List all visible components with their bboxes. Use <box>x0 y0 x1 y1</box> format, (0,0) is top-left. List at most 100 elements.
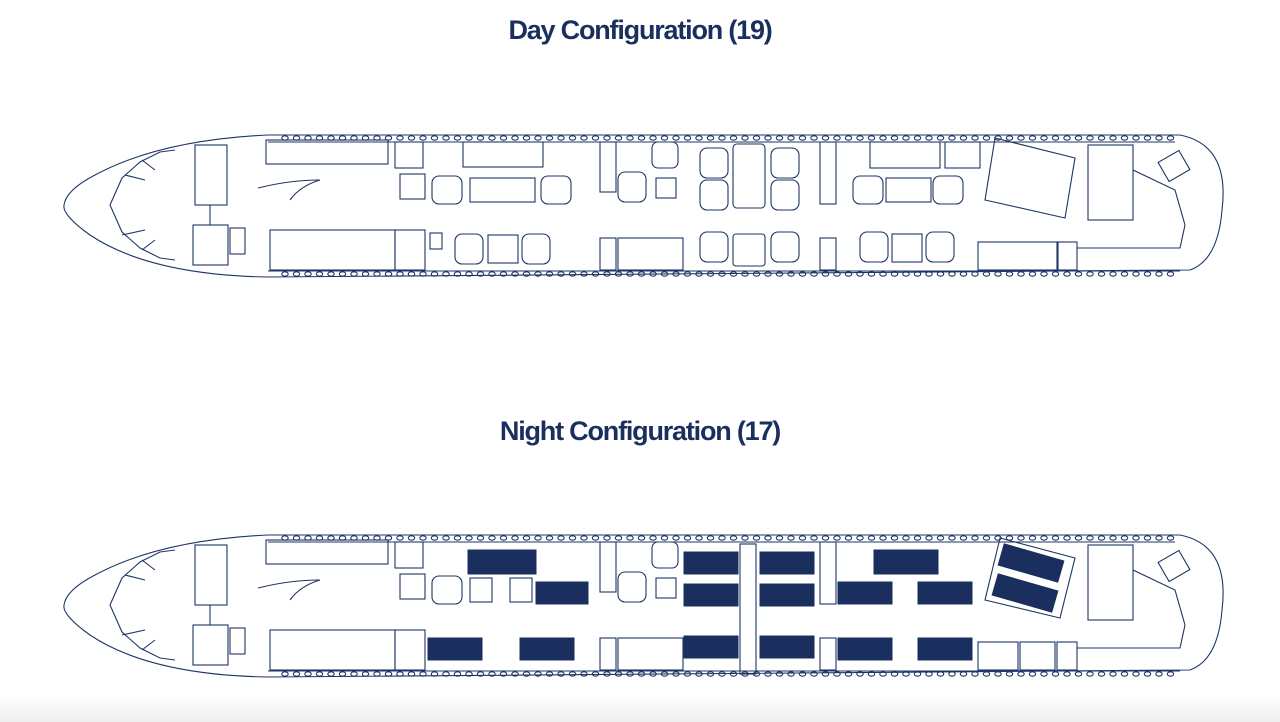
cabin-window <box>660 535 669 541</box>
cabin-window <box>695 671 703 677</box>
night-beds <box>427 543 1065 661</box>
mid-lounge <box>599 141 800 271</box>
bed <box>837 637 893 661</box>
cabin-window <box>315 671 324 677</box>
cabin-window <box>1166 135 1175 141</box>
cabin-window <box>1120 135 1129 141</box>
cabin-window <box>706 135 715 141</box>
cabin-window <box>407 535 416 541</box>
cabin-window <box>361 671 370 677</box>
cabin-window <box>982 671 991 677</box>
cabin-window <box>971 671 979 677</box>
cabin-window <box>568 671 577 677</box>
master-suite <box>944 137 1191 271</box>
cabin-window <box>1028 535 1037 541</box>
master-suite <box>977 537 1191 671</box>
cabin-window <box>913 535 922 541</box>
bed <box>535 581 589 605</box>
cabin-window <box>1051 271 1060 277</box>
cabin-window <box>637 535 646 541</box>
cabin-window <box>430 135 439 141</box>
window-row-top <box>281 135 1175 141</box>
cabin-window <box>1097 535 1106 541</box>
cabin-window <box>856 271 864 277</box>
bed <box>519 637 575 661</box>
cabin-window <box>764 671 772 677</box>
cabin-window <box>1132 271 1140 277</box>
cabin-window <box>649 671 657 677</box>
cabin-window <box>833 135 841 141</box>
cabin-window <box>534 271 542 277</box>
cabin-window <box>821 135 830 141</box>
cabin-window <box>787 535 795 541</box>
cabin-window <box>407 671 416 677</box>
cabin-window <box>1120 671 1129 677</box>
cabin-window <box>603 671 611 677</box>
cabin-window <box>798 535 807 541</box>
cabin-window <box>1097 271 1106 277</box>
cabin-window <box>660 671 669 677</box>
cabin-window <box>1040 135 1048 141</box>
cabin-window <box>1109 535 1117 541</box>
cabin-window <box>626 671 634 677</box>
cabin-window <box>1051 671 1060 677</box>
cabin-window <box>545 535 554 541</box>
bed <box>759 583 815 607</box>
cabin-window <box>833 671 841 677</box>
cabin-window <box>1086 135 1094 141</box>
cabin-window <box>994 671 1002 677</box>
cabin-window <box>545 135 554 141</box>
aft-lounge <box>819 141 964 271</box>
cabin-window <box>683 671 692 677</box>
cabin-window <box>936 535 945 541</box>
cabin-window <box>373 271 381 277</box>
cabin-window <box>442 135 450 141</box>
window-row-bottom <box>281 271 1175 277</box>
cabin-window <box>568 535 577 541</box>
cabin-window <box>350 671 358 677</box>
cabin-window <box>488 135 496 141</box>
cabin-window <box>453 535 462 541</box>
cabin-window <box>741 535 749 541</box>
cabin-window <box>913 135 922 141</box>
cabin-window <box>660 135 669 141</box>
cabin-window <box>695 135 703 141</box>
cabin-window <box>752 135 761 141</box>
cabin-window <box>442 271 450 277</box>
cabin-window <box>741 271 749 277</box>
cabin-window <box>764 271 772 277</box>
cabin-window <box>522 535 531 541</box>
night-cabin-plan <box>0 530 1280 690</box>
cabin-window <box>752 535 761 541</box>
cabin-window <box>1051 535 1060 541</box>
cabin-window <box>419 671 427 677</box>
cabin-window <box>1028 135 1037 141</box>
cabin-window <box>971 535 979 541</box>
cabin-window <box>476 135 485 141</box>
cabin-window <box>1143 535 1152 541</box>
bed <box>683 551 739 575</box>
cabin-window <box>396 535 404 541</box>
cabin-window <box>591 271 600 277</box>
mid-lounge <box>599 541 757 675</box>
cabin-window <box>430 271 439 277</box>
cabin-window <box>580 271 588 277</box>
cabin-window <box>488 535 496 541</box>
cabin-window <box>396 271 404 277</box>
cabin-window <box>338 271 347 277</box>
cabin-window <box>959 535 968 541</box>
cabin-window <box>522 135 531 141</box>
cabin-window <box>729 135 738 141</box>
cabin-window <box>292 271 301 277</box>
cabin-window <box>1017 671 1025 677</box>
cabin-window <box>1017 535 1025 541</box>
cabin-window <box>1132 535 1140 541</box>
cabin-window <box>430 535 439 541</box>
cabin-window <box>1143 671 1152 677</box>
cabin-window <box>718 135 726 141</box>
bed <box>917 637 973 661</box>
cabin-window <box>557 671 565 677</box>
cabin-window <box>729 271 738 277</box>
cabin-window <box>810 535 818 541</box>
cabin-window <box>683 271 692 277</box>
